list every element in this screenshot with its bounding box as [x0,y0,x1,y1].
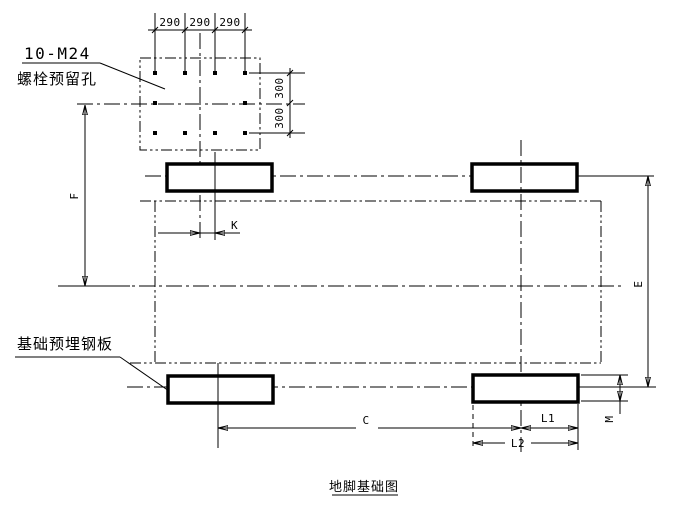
drawing-title: 地脚基础图 [329,479,399,495]
leader-line [119,356,170,392]
bolt-hole [153,101,157,105]
dim-F: F [68,192,81,199]
dim-tick [286,99,294,107]
bolt-hole [183,131,187,135]
bolt-hole [243,131,247,135]
dim-290-2: 290 [189,16,210,29]
dim-tick [151,26,159,34]
plate-top-right [470,162,579,193]
dim-tick [286,69,294,77]
dim-E: E [632,280,645,287]
dim-L1: L1 [541,412,555,425]
dim-K: K [231,219,238,232]
dim-300-1: 300 [273,77,286,98]
bolt-note-label: 螺栓预留孔 [17,70,97,88]
bolt-hole [213,131,217,135]
bolt-hole [243,101,247,105]
plate-bottom-left [166,374,275,405]
dim-tick [211,26,219,34]
dim-L2: L2 [511,437,525,450]
dim-290-1: 290 [159,16,180,29]
leader-line [99,62,166,90]
dim-C: C [362,414,369,427]
bolt-hole [153,131,157,135]
dim-290-3: 290 [219,16,240,29]
dim-tick [241,26,249,34]
plate-top-left [165,162,274,193]
plate-note-label: 基础预埋钢板 [17,335,113,353]
dim-300-2: 300 [273,107,286,128]
dim-M: M [603,415,616,422]
bolt-spec-label: 10-M24 [24,44,91,63]
dim-tick [181,26,189,34]
plate-bottom-right [471,373,580,404]
dim-tick [286,129,294,137]
